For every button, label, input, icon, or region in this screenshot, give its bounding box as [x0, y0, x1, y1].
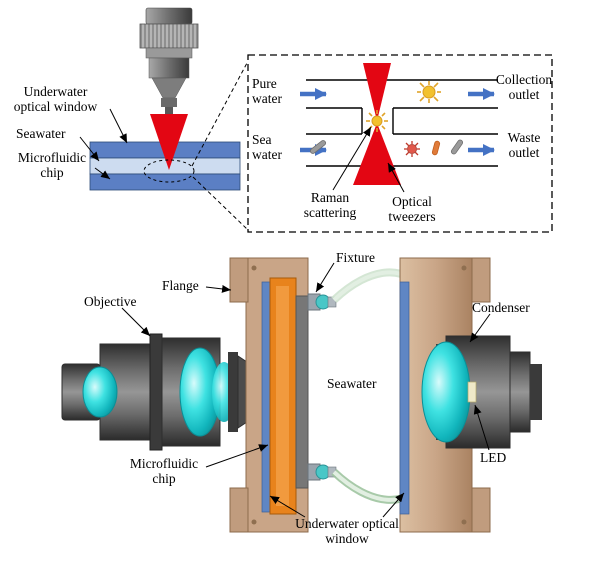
arrow-underwater-window	[109, 108, 128, 144]
collected-particle-icon	[417, 81, 441, 103]
arrow-objective	[121, 307, 151, 337]
virus-particle-icon	[404, 141, 420, 157]
inset-connector-line-bottom	[192, 176, 248, 230]
chip-bottom-layer	[89, 173, 241, 191]
raman-scattering-label: Raman scattering	[303, 190, 357, 221]
rod-particle-icon-left	[309, 140, 327, 154]
objective-label: Objective	[84, 294, 137, 309]
rear-lens	[82, 366, 118, 418]
tweezers-upper-cone	[363, 63, 391, 121]
condenser-label: Condenser	[472, 300, 530, 315]
arrow-raman-scattering	[332, 126, 372, 191]
arrow-microfluidic-chip-bottom	[205, 444, 269, 468]
condenser-assembly	[421, 335, 542, 449]
waste-outlet-label: Waste outlet	[507, 130, 541, 161]
fixture-bar	[295, 295, 309, 489]
arrow-window-right	[382, 492, 405, 518]
arrow-flange	[205, 284, 232, 293]
inset-diagram	[247, 54, 553, 233]
arrow-led	[473, 404, 490, 451]
assembly-render	[61, 257, 542, 533]
chip-seawater-layer	[89, 157, 241, 175]
right-underwater-window	[399, 281, 410, 515]
seawater-label-top: Seawater	[16, 126, 66, 141]
objective-cap	[145, 7, 193, 25]
inset-connector-line-top	[191, 62, 248, 167]
left-underwater-window	[261, 281, 271, 513]
arrow-window-left	[269, 495, 306, 518]
arrow-condenser	[469, 313, 491, 343]
objective-knurl-ring	[139, 23, 199, 49]
top-tube-fitting	[307, 293, 337, 311]
condenser-lens	[421, 341, 471, 443]
objective-assembly	[61, 333, 286, 451]
bacteria-particle-icon	[431, 140, 441, 156]
screw	[251, 265, 257, 271]
screw	[461, 265, 467, 271]
focus-dashed-ellipse	[143, 159, 195, 183]
pure-water-label: Pure water	[252, 76, 282, 107]
objective-lens-drawing	[139, 7, 199, 114]
label-arrows-assembly	[121, 262, 491, 518]
label-arrows-inset	[332, 126, 405, 193]
arrow-optical-tweezers	[387, 162, 405, 193]
screw	[251, 519, 257, 525]
fixture-label: Fixture	[336, 250, 375, 265]
channel-outline	[306, 79, 498, 167]
arrow-microfluidic-chip	[94, 167, 111, 180]
laser-beam	[150, 114, 188, 170]
led-label: LED	[480, 450, 507, 465]
optical-tweezers-label: Optical tweezers	[388, 194, 436, 225]
arrow-fixture	[315, 262, 335, 293]
microfluidic-chip-label-top: Microfluidic chip	[17, 150, 87, 181]
bottom-tube-fitting	[307, 463, 337, 481]
microfluidic-chip-label-bottom: Microfluidic chip	[129, 456, 199, 487]
rod-particle-icon-right	[450, 139, 464, 155]
label-arrows-top	[79, 108, 128, 180]
seawater-label-bottom: Seawater	[327, 376, 377, 391]
inset-border	[247, 54, 553, 233]
flange-label: Flange	[162, 278, 199, 293]
collection-outlet-label: Collection outlet	[495, 72, 553, 103]
underwater-window-label-top: Underwater optical window	[13, 84, 98, 115]
underwater-window-label-bottom: Underwater optical window	[295, 516, 399, 547]
microfluidic-chip-3d	[269, 277, 309, 515]
sea-water-label: Sea water	[252, 132, 282, 163]
arrow-seawater	[79, 136, 100, 162]
trapped-particle-icon	[366, 110, 388, 132]
led-chip	[467, 381, 477, 403]
screw	[461, 519, 467, 525]
